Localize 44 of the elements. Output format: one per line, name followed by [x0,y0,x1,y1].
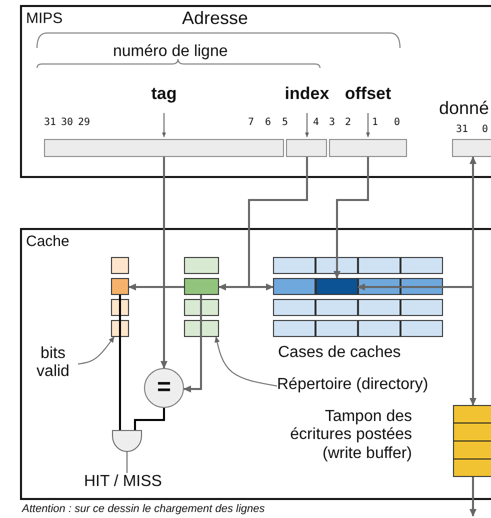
connector-arrow [128,283,184,291]
connector-arrow [160,157,168,369]
bit-number: 6 [265,117,272,128]
bit-number: 31 [44,117,56,128]
bit-number: 7 [248,117,254,128]
panel-title: MIPS [26,10,63,28]
bit-number: 3 [329,117,336,128]
bit-number: 4 [313,117,320,128]
bit-number: 31 [456,124,468,136]
comparator-circle [144,368,184,408]
buffer-caption: Tampon des écritures postées (write buffer) [289,408,412,464]
connector-arrow [357,156,477,291]
leader-line [214,336,278,386]
bit-number: 0 [394,117,400,128]
valid-bits-label: bits valid [36,345,70,382]
field-label: index [284,84,330,104]
bit-number: 29 [78,117,90,128]
connector-arrow [469,477,477,517]
directory-label: Répertoire (directory) [277,376,428,394]
selected-directory-entry [184,278,219,295]
cache-panel [20,228,491,500]
field-label: donné [438,98,490,119]
selected-valid-bit [111,278,129,295]
bit-number: 5 [282,117,288,128]
bit-number: 1 [372,117,378,128]
bit-number: 0 [482,124,488,136]
connector-arrow [469,157,477,406]
address-heading: Adresse [182,8,248,29]
processor-panel [20,5,491,178]
field-label: offset [344,84,392,104]
leader-line [78,336,114,364]
equals-sign: = [157,374,171,402]
connector-arrow [248,157,308,291]
bit-number: 30 [61,117,74,128]
hit-miss-output: HIT / MISS [84,473,162,492]
bit-number: 2 [345,117,352,128]
brace-label: numéro de ligne [113,43,228,62]
field-label: tag [151,84,177,104]
connector-arrow [183,295,202,393]
selected-cache-word [316,278,358,295]
panel-title: Cache [26,233,70,250]
grid-caption: Cases de caches [278,344,401,362]
connector-arrow [333,157,369,279]
footnote: Attention : sur ce dessin le chargement des lignes [22,503,265,516]
